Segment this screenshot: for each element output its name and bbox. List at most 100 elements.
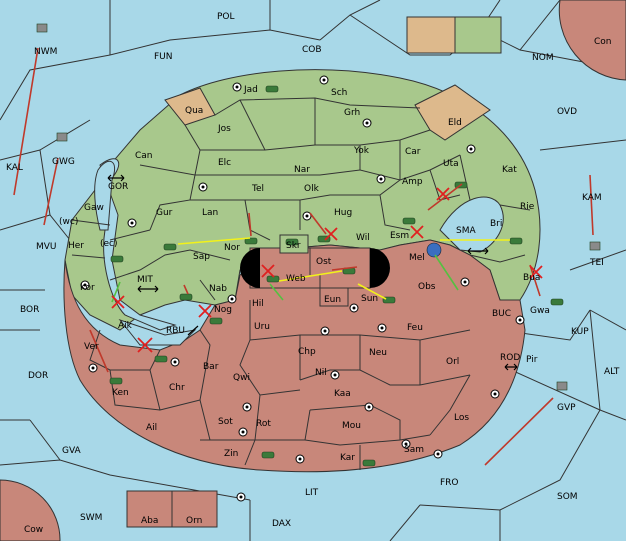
label-chr: Chr (169, 383, 185, 393)
province-eld[interactable] (414, 84, 491, 141)
label-ovd: OVD (557, 107, 577, 117)
label-olk: Olk (304, 184, 320, 194)
label-pol: POL (217, 12, 235, 22)
province-con[interactable] (558, 0, 626, 81)
label-skr: Skr (286, 241, 301, 251)
label-nog: Nog (214, 305, 232, 315)
label-web: Web (286, 274, 306, 284)
label-can: Can (135, 151, 153, 161)
label-nab: Nab (209, 284, 227, 294)
label-uta: Uta (443, 159, 459, 169)
label-feu: Feu (407, 323, 423, 333)
province-eun[interactable] (319, 287, 349, 307)
label-nwm: NWM (34, 47, 57, 57)
province-orn[interactable] (171, 490, 218, 528)
label-swm: SWM (80, 513, 102, 523)
label-lit: LIT (305, 488, 319, 498)
label-sot: Sot (218, 417, 233, 427)
label-wc: (wc) (59, 217, 78, 227)
label-cow: Cow (24, 525, 43, 535)
label-qwi: Qwi (233, 373, 250, 383)
label-esm: Esm (390, 231, 409, 241)
label-orl: Orl (446, 357, 459, 367)
label-cob: COB (302, 45, 322, 55)
label-kup: KUP (571, 327, 589, 337)
label-mel: Mel (409, 253, 425, 263)
label-hil: Hil (252, 299, 264, 309)
label-dor: DOR (28, 371, 48, 381)
province-elf[interactable] (406, 16, 456, 54)
label-zin: Zin (224, 449, 238, 459)
label-ken: Ken (112, 388, 129, 398)
label-tei: TEI (589, 258, 604, 268)
label-rod: ROD (500, 353, 520, 363)
province-hel[interactable] (454, 16, 502, 54)
label-kar: Kar (340, 453, 355, 463)
label-con: Con (594, 37, 612, 47)
label-rot: Rot (256, 419, 271, 429)
label-wil: Wil (356, 233, 370, 243)
label-bri: Bri (490, 219, 502, 229)
label-car: Car (405, 147, 421, 157)
label-gur: Gur (156, 208, 173, 218)
label-elc: Elc (218, 158, 231, 168)
north-borders (71, 97, 531, 301)
label-tel: Tel (251, 184, 264, 194)
label-gvp: GVP (557, 403, 576, 413)
label-dax: DAX (272, 519, 291, 529)
label-ost: Ost (316, 257, 332, 267)
label-her: Her (68, 241, 84, 251)
label-kat: Kat (502, 165, 517, 175)
label-los: Los (454, 413, 469, 423)
label-ec: (ec) (100, 239, 118, 249)
label-nar: Nar (294, 165, 310, 175)
label-nom: NOM (532, 53, 554, 63)
label-yok: Yok (353, 146, 370, 156)
label-nor: Nor (224, 243, 240, 253)
label-aba: Aba (141, 516, 158, 526)
label-jad: Jad (243, 85, 258, 95)
label-eun: Eun (324, 295, 341, 305)
label-amp: Amp (402, 177, 423, 187)
label-mvu: MVU (36, 242, 57, 252)
label-rie: Rie (520, 202, 535, 212)
label-neu: Neu (369, 348, 387, 358)
supply-centers (80, 75, 525, 502)
label-mou: Mou (342, 421, 361, 431)
channel-markers (107, 174, 518, 371)
label-gwg: GWG (52, 157, 75, 167)
label-sap: Sap (193, 252, 210, 262)
label-sma: SMA (456, 226, 476, 236)
label-kal: KAL (6, 163, 23, 173)
label-bar: Bar (203, 362, 219, 372)
label-uru: Uru (254, 322, 270, 332)
label-mit: MIT (137, 275, 153, 285)
label-bor: BOR (20, 305, 39, 315)
orders (13, 47, 594, 466)
label-sch: Sch (331, 88, 347, 98)
label-fro: FRO (440, 478, 459, 488)
label-jos: Jos (217, 124, 231, 134)
label-bua: Bua (523, 273, 540, 283)
label-gwa: Gwa (530, 306, 550, 316)
label-kaa: Kaa (334, 389, 351, 399)
landmass-south[interactable] (63, 239, 526, 473)
label-ver: Ver (84, 342, 99, 352)
units[interactable] (36, 23, 601, 467)
label-qua: Qua (185, 106, 203, 116)
label-kam: KAM (582, 193, 602, 203)
province-labels: POLFUNCOBNOMConOVDKALKAMMVUBORDORGVALITS… (6, 12, 620, 535)
label-nil: Nil (315, 368, 327, 378)
province-cow[interactable] (0, 479, 61, 541)
label-orn: Orn (186, 516, 202, 526)
label-grh: Grh (344, 108, 360, 118)
province-aba[interactable] (126, 490, 173, 528)
label-fun: FUN (154, 52, 173, 62)
label-buc: BUC (492, 309, 511, 319)
label-eld: Eld (448, 118, 462, 128)
label-alt: ALT (604, 367, 620, 377)
label-lan: Lan (202, 208, 218, 218)
label-gaw: Gaw (84, 203, 104, 213)
label-sun: Sun (361, 294, 378, 304)
